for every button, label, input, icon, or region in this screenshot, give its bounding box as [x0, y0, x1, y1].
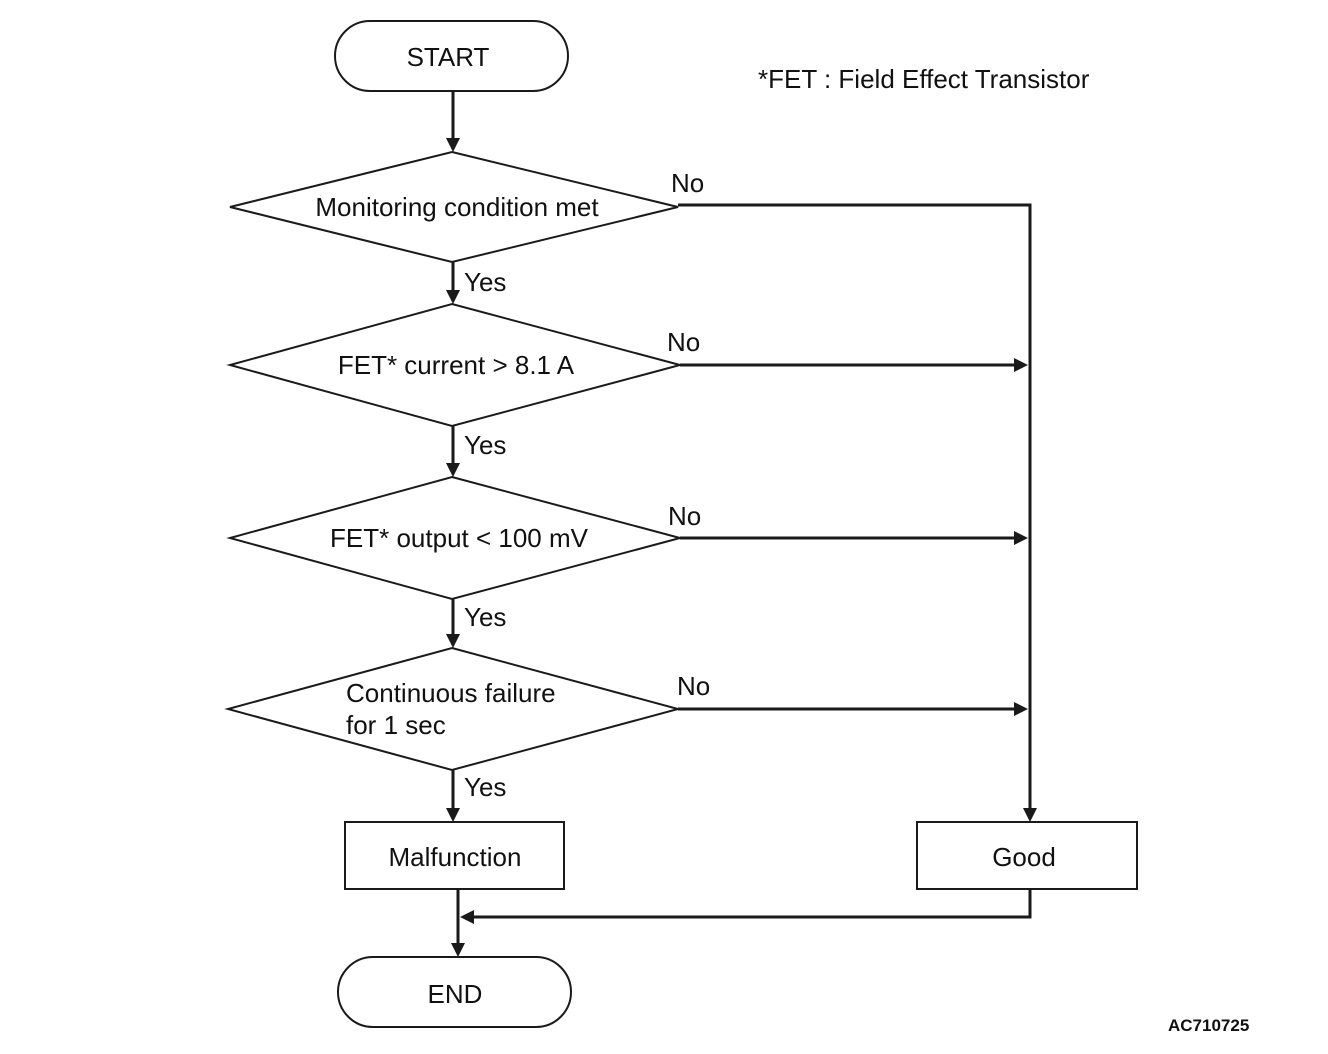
no-label-2: No [667, 327, 700, 357]
arrowhead-malfunction [446, 808, 460, 822]
malfunction-box [344, 821, 565, 890]
decision-continuous-failure [224, 646, 682, 772]
decision-fet-current-label: FET* current > 8.1 A [338, 350, 575, 380]
end-terminal [337, 956, 572, 1028]
arrowhead-decision4 [446, 634, 460, 648]
decision-fet-output-label: FET* output < 100 mV [330, 523, 589, 553]
arrowhead-decision1 [446, 138, 460, 152]
decision-continuous-failure-label-line1: Continuous failure [346, 678, 556, 708]
yes-label-2: Yes [464, 430, 506, 460]
no-label-1: No [671, 168, 704, 198]
figure-code: AC710725 [1168, 1016, 1249, 1035]
decision-continuous-failure-label-line2: for 1 sec [346, 710, 446, 740]
connector-good-to-end [472, 889, 1032, 919]
yes-label-3: Yes [464, 602, 506, 632]
arrowhead-end [451, 943, 465, 957]
end-label: END [428, 979, 483, 1009]
good-label: Good [992, 842, 1056, 872]
arrowhead-decision2 [446, 290, 460, 304]
no-label-4: No [677, 671, 710, 701]
connector-decision1-no [678, 203, 1032, 810]
arrowhead-decision3 [446, 463, 460, 477]
arrowhead-merge [460, 910, 474, 924]
malfunction-label: Malfunction [389, 842, 522, 872]
arrowhead-decision3-no [1014, 531, 1028, 545]
decision-monitoring-condition-label: Monitoring condition met [315, 192, 599, 222]
arrowhead-good [1023, 808, 1037, 822]
good-box [916, 821, 1138, 890]
start-label: START [407, 42, 490, 72]
arrowhead-decision4-no [1014, 702, 1028, 716]
footnote: *FET : Field Effect Transistor [758, 64, 1090, 94]
yes-label-1: Yes [464, 267, 506, 297]
no-label-3: No [668, 501, 701, 531]
arrowhead-decision2-no [1014, 358, 1028, 372]
yes-label-4: Yes [464, 772, 506, 802]
